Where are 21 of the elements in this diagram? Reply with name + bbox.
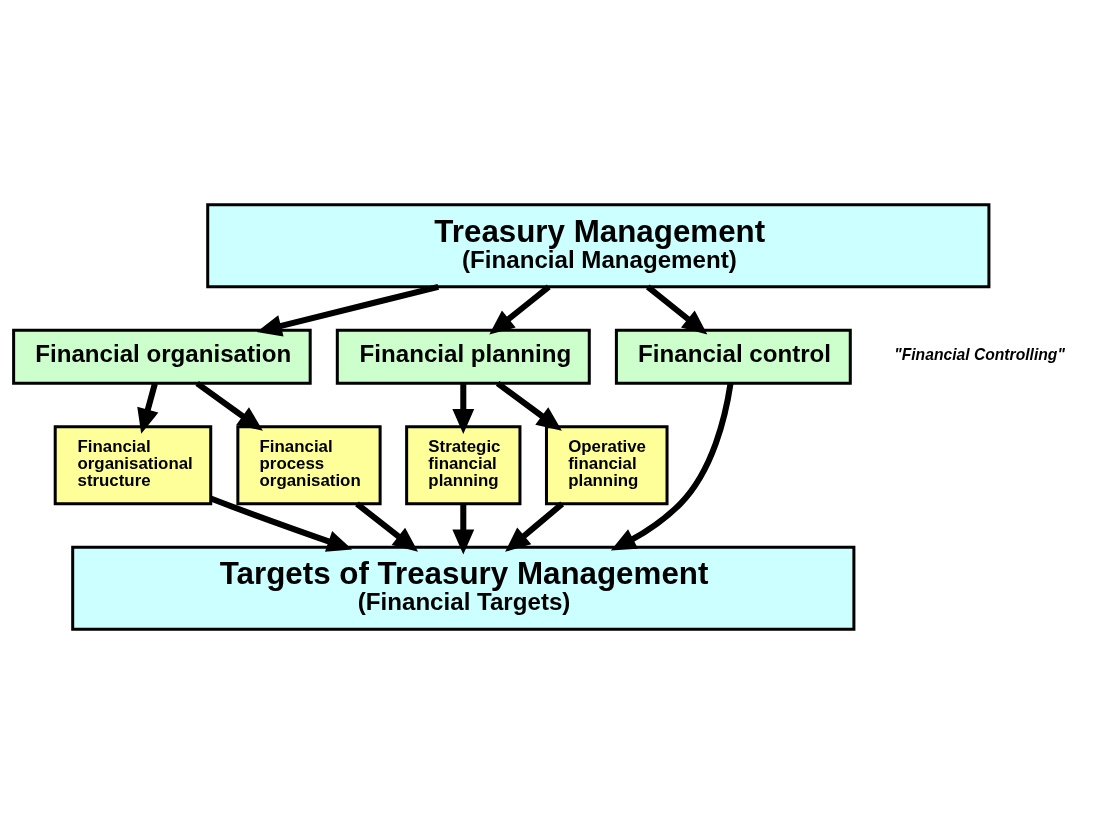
arrow bbox=[610, 383, 734, 551]
node-box: Treasury Management (Financial Management) bbox=[206, 203, 991, 289]
node-box: Financial process organisation bbox=[236, 425, 382, 506]
arrow bbox=[489, 284, 551, 335]
node-box: Operative financial planning bbox=[544, 425, 669, 506]
arrow bbox=[505, 501, 565, 552]
arrow bbox=[355, 501, 419, 552]
node-box: Financial control bbox=[614, 328, 852, 385]
node-box: Financial organisational structure bbox=[53, 425, 213, 506]
arrow bbox=[209, 495, 353, 552]
label: "Financial Controlling" bbox=[894, 345, 1065, 363]
arrow bbox=[645, 284, 708, 335]
node-box: Targets of Treasury Management (Financial Targets) bbox=[71, 545, 856, 631]
arrow bbox=[452, 503, 475, 555]
node-box: Financial organisation bbox=[12, 328, 312, 385]
arrow bbox=[195, 380, 263, 431]
arrow bbox=[452, 383, 475, 435]
arrow bbox=[495, 380, 562, 431]
arrow bbox=[137, 382, 159, 434]
node-box: Strategic financial planning bbox=[405, 425, 522, 506]
node-box: Financial planning bbox=[335, 328, 591, 385]
